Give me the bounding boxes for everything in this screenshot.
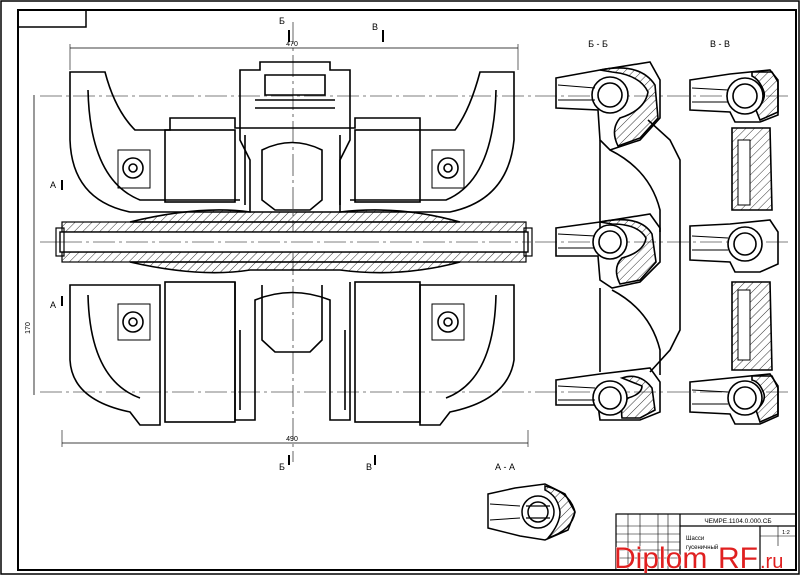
cut-label-v-bottom: В — [366, 462, 372, 472]
title-block-name-line2: гусеничный — [686, 544, 718, 551]
watermark-text-part2: RF — [718, 542, 758, 573]
dimension-height: 170 — [25, 322, 32, 334]
section-bb — [555, 61, 681, 421]
cut-label-a-lower: А — [50, 300, 56, 310]
section-vv — [689, 69, 779, 425]
title-block — [615, 513, 797, 571]
watermark-text-part3: .ru — [760, 551, 783, 573]
title-block-code: ЧЕМРЕ.1104.0.000.СБ — [704, 518, 771, 525]
section-title-aa: А - А — [495, 462, 515, 472]
main-view — [33, 22, 790, 465]
dimension-top: 470 — [286, 41, 298, 48]
corner-stamp — [17, 9, 87, 28]
watermark-text-part1: Diplom — [614, 542, 707, 573]
dimension-bottom: 490 — [286, 436, 298, 443]
diplomrf-logo: Diplom RF .ru — [614, 542, 784, 573]
cut-label-a-upper: А — [50, 180, 56, 190]
cut-label-b-top: Б — [279, 16, 285, 26]
section-aa — [487, 483, 576, 541]
section-title-vv: В - В — [710, 39, 730, 49]
section-title-bb: Б - Б — [588, 39, 608, 49]
cut-label-v-top: В — [372, 22, 378, 32]
title-block-sheet: 1:2 — [782, 530, 790, 536]
inner-frame — [17, 9, 797, 571]
watermark-logo: Diplom RF .ru — [614, 539, 794, 573]
cut-label-b-bottom: Б — [279, 462, 285, 472]
title-block-name-line1: Шасси — [686, 536, 704, 542]
